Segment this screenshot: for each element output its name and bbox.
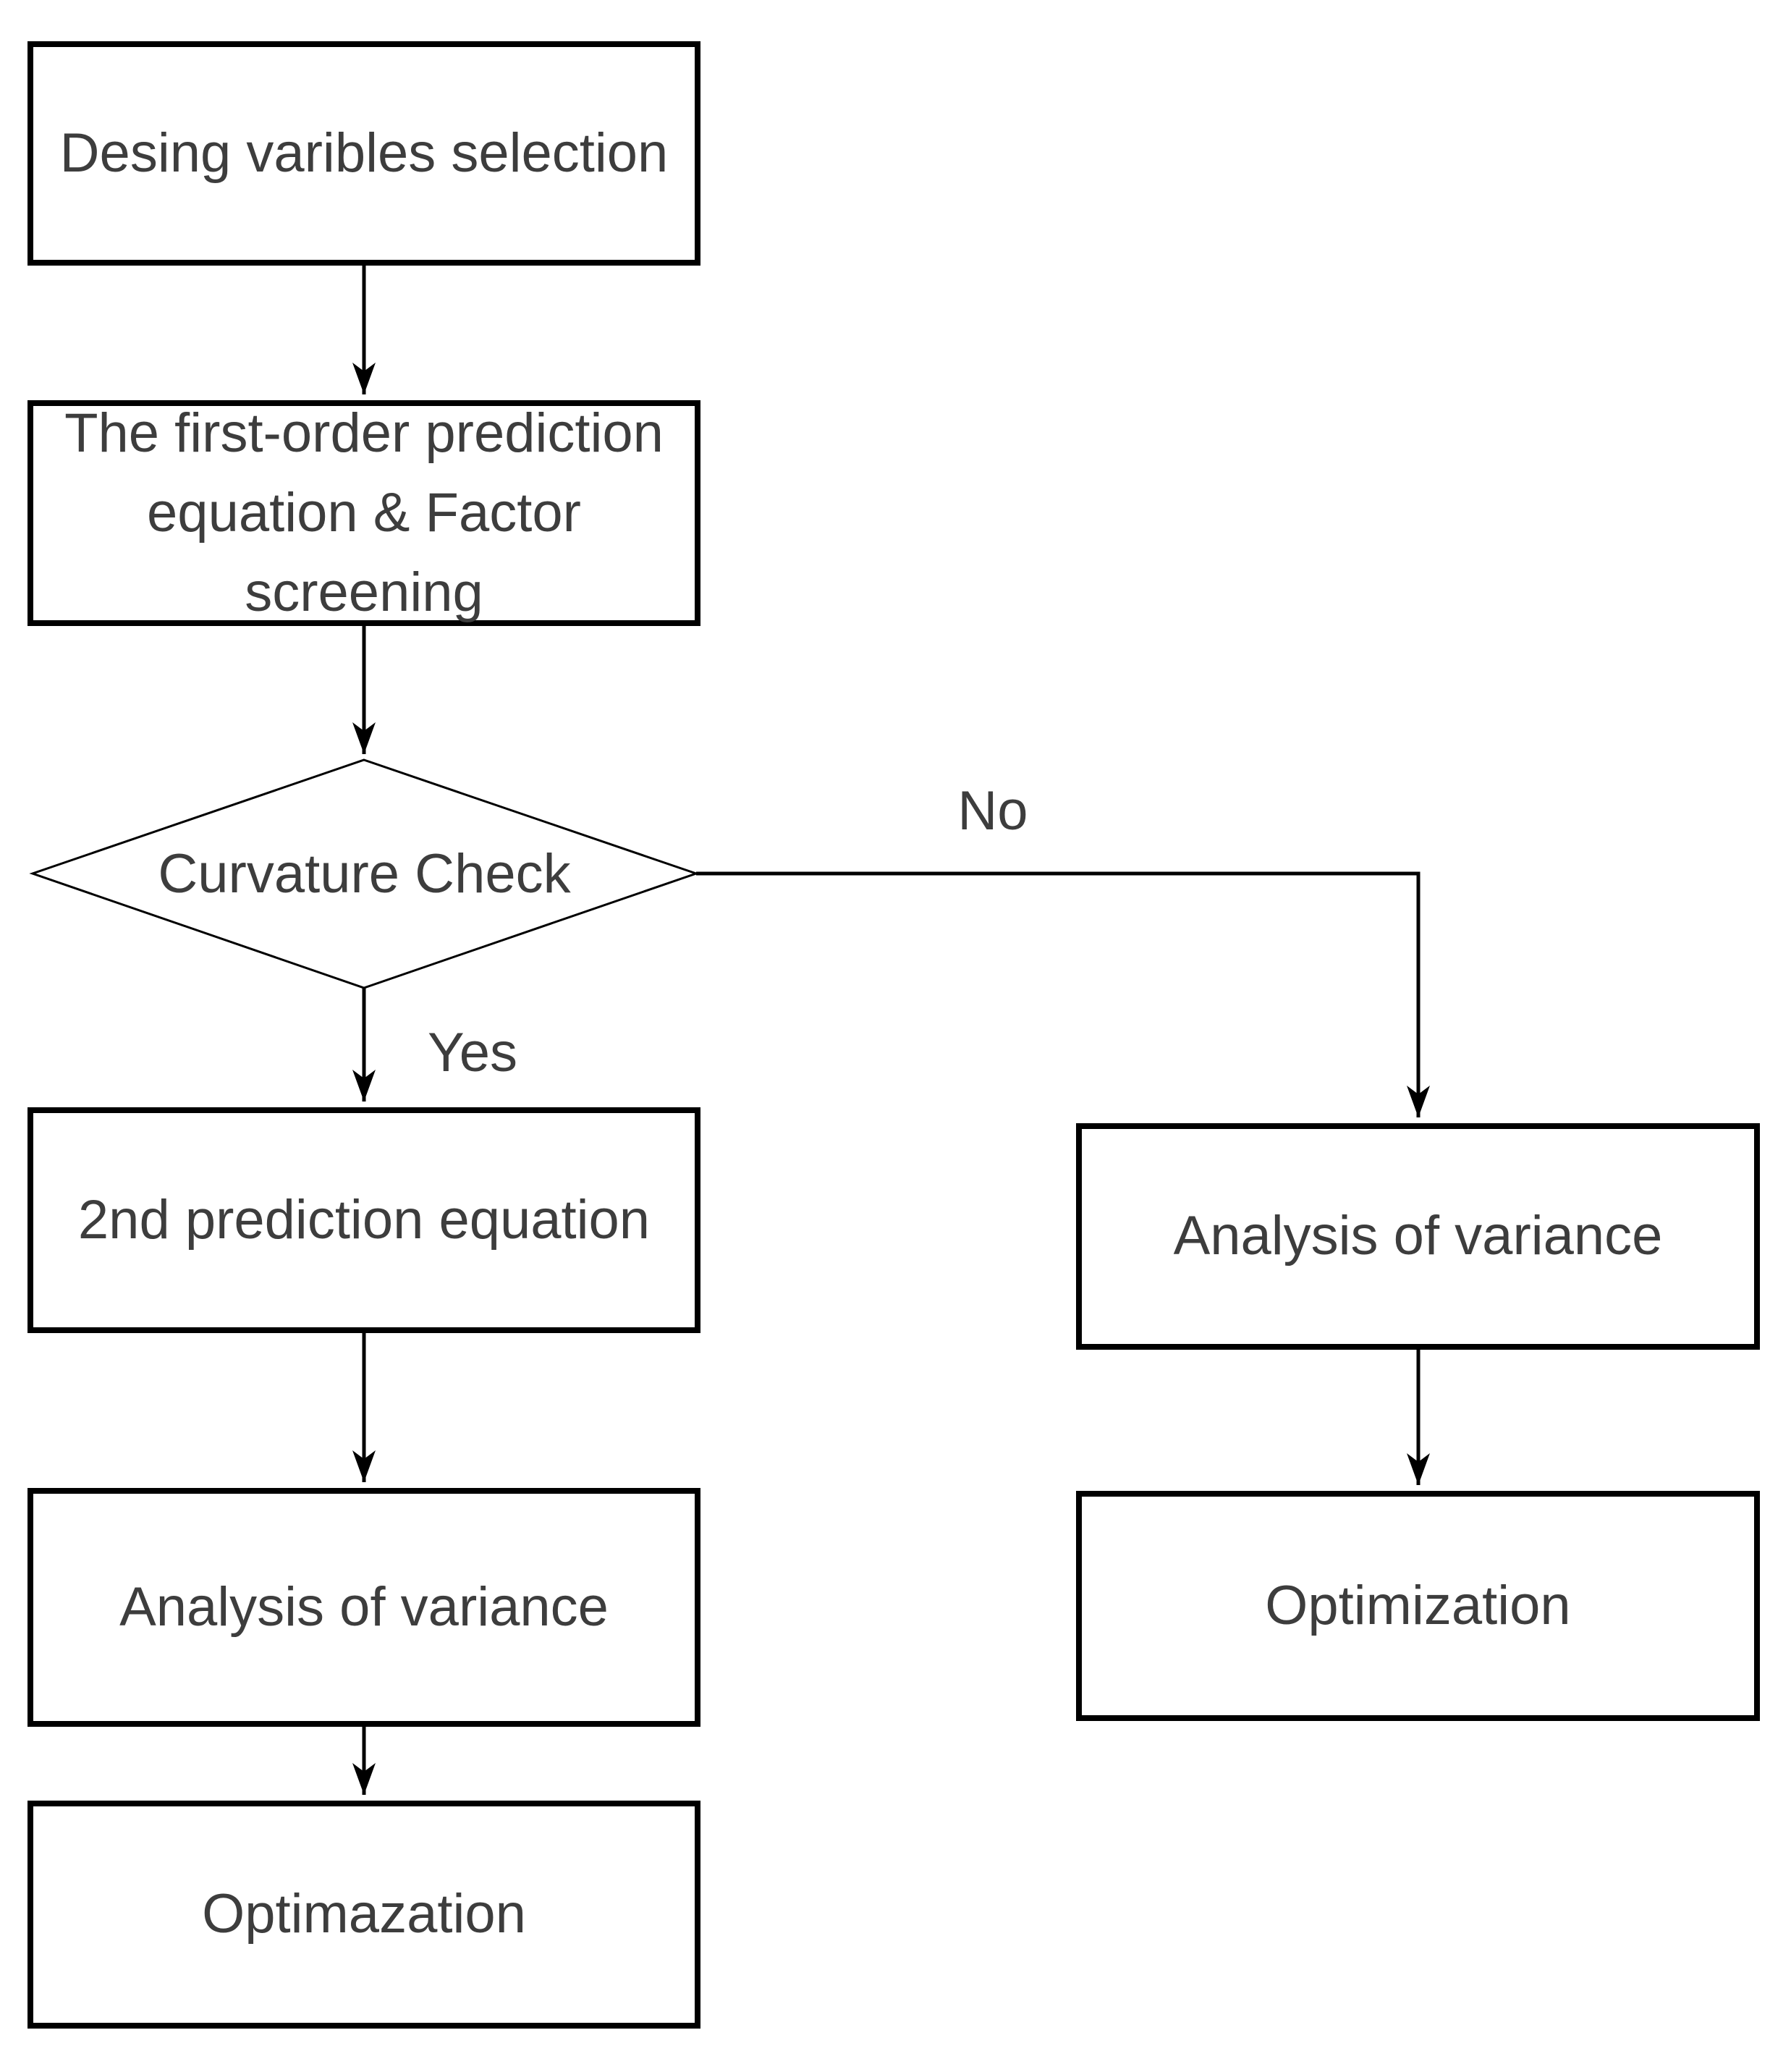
- node-label: Optimization: [1265, 1574, 1571, 1636]
- node-curvature-check: Curvature Check: [33, 760, 696, 988]
- node-first-order-prediction: The first-order prediction equation & Fa…: [27, 400, 700, 626]
- node-label: Analysis of variance: [119, 1576, 609, 1638]
- node-analysis-of-variance-right: Analysis of variance: [1076, 1123, 1760, 1350]
- node-label: Analysis of variance: [1173, 1205, 1663, 1267]
- node-design-variables: Desing varibles selection: [27, 41, 700, 266]
- arrow-no-branch: [696, 871, 1430, 1117]
- node-label: Optimazation: [202, 1883, 526, 1945]
- node-label: The first-order prediction equation & Fa…: [64, 402, 664, 624]
- edge-label-no: No: [957, 780, 1028, 842]
- node-label: Curvature Check: [158, 843, 571, 905]
- node-optimization-right: Optimization: [1076, 1491, 1760, 1721]
- node-second-prediction: 2nd prediction equation: [27, 1107, 700, 1333]
- node-label: Desing varibles selection: [59, 122, 669, 184]
- node-label: 2nd prediction equation: [77, 1188, 651, 1251]
- node-optimazation-left: Optimazation: [27, 1801, 700, 2029]
- node-analysis-of-variance-left: Analysis of variance: [27, 1488, 700, 1727]
- edge-label-yes: Yes: [428, 1022, 517, 1083]
